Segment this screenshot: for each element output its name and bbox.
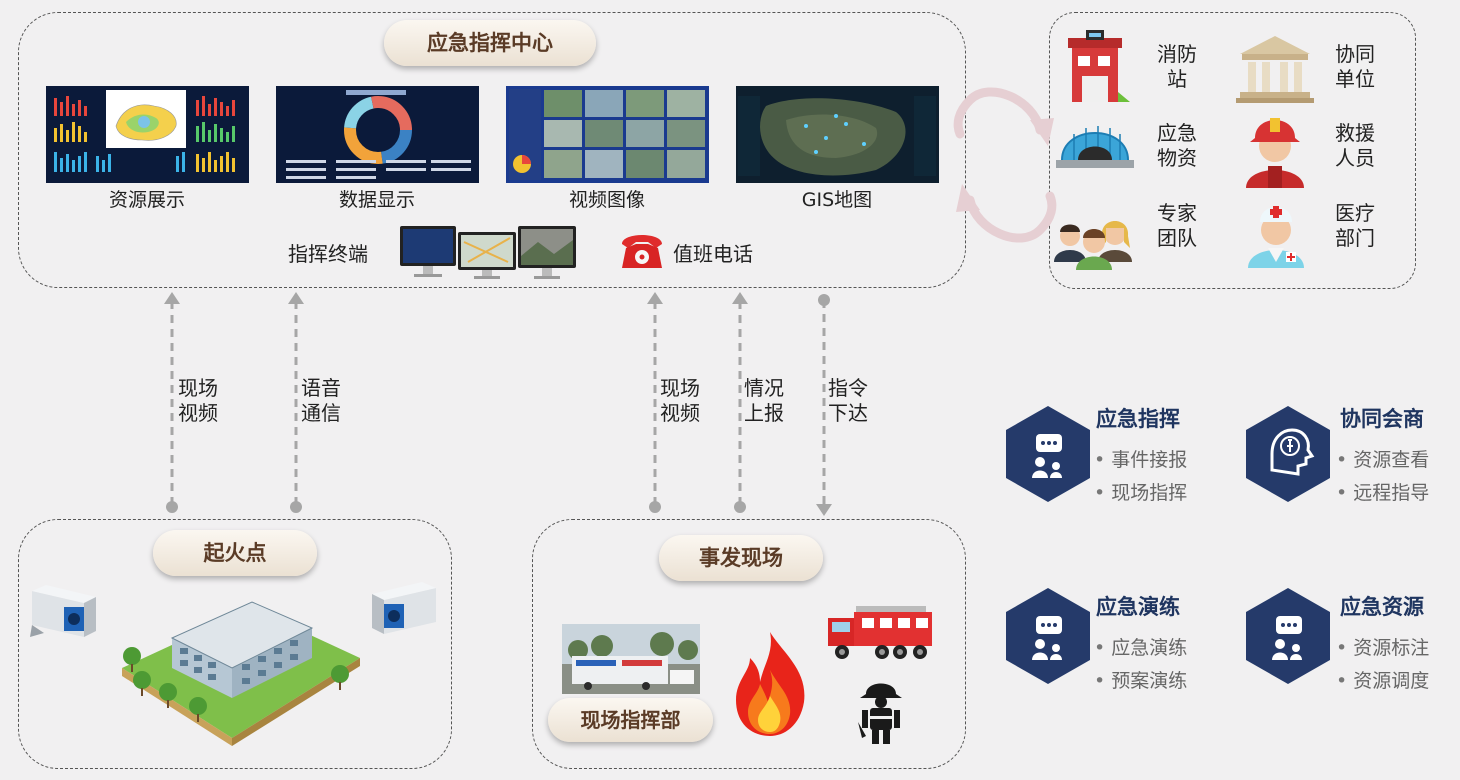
fire-point-title: 起火点 bbox=[153, 530, 317, 576]
flow-label-voice: 语音 通信 bbox=[301, 376, 341, 426]
panel-caption-video: 视频图像 bbox=[568, 189, 645, 211]
medical-line-1: 医疗 bbox=[1335, 201, 1375, 225]
flow-label-order: 指令 下达 bbox=[828, 376, 868, 426]
function-title-consult: 协同会商 bbox=[1340, 407, 1424, 431]
panel-caption-gis: GIS地图 bbox=[801, 189, 873, 211]
cooperating-unit-icon bbox=[1236, 36, 1314, 103]
flow-voice-line-2: 通信 bbox=[301, 401, 341, 425]
fire-station-line-2: 站 bbox=[1167, 67, 1187, 91]
expert-team-line-1: 专家 bbox=[1157, 201, 1197, 225]
flow-scene-video-line-1: 现场 bbox=[660, 376, 700, 400]
flow-order-line-1: 指令 bbox=[828, 376, 868, 400]
flow-report-line-1: 情况 bbox=[744, 376, 784, 400]
rescue-personnel-line-2: 人员 bbox=[1335, 146, 1375, 170]
function-item-drill-1: 应急演练 bbox=[1094, 633, 1187, 660]
command-center-title: 应急指挥中心 bbox=[384, 20, 596, 66]
resource-display-screen bbox=[46, 86, 249, 183]
function-item-consult-2: 远程指导 bbox=[1336, 478, 1429, 505]
medical-icon bbox=[1248, 206, 1304, 268]
fire-icon bbox=[736, 632, 805, 736]
emergency-supplies-icon bbox=[1056, 126, 1134, 168]
terminal-label: 指挥终端 bbox=[288, 242, 368, 266]
expert-team-label: 专家 团队 bbox=[1142, 201, 1212, 251]
resources-hex-icon bbox=[1246, 588, 1330, 684]
fire-station-icon bbox=[1068, 30, 1130, 102]
incident-title: 事发现场 bbox=[659, 535, 823, 581]
function-title-drill: 应急演练 bbox=[1096, 595, 1180, 619]
emergency-supplies-line-1: 应急 bbox=[1157, 121, 1197, 145]
function-item-drill-2: 预案演练 bbox=[1094, 666, 1187, 693]
flow-voice-line-1: 语音 bbox=[301, 376, 341, 400]
field-hq-photo bbox=[562, 624, 700, 694]
medical-line-2: 部门 bbox=[1335, 226, 1375, 250]
function-item-command-2: 现场指挥 bbox=[1094, 478, 1187, 505]
flow-label-fire-video: 现场 视频 bbox=[178, 376, 218, 426]
drill-hex-icon bbox=[1006, 588, 1090, 684]
cooperating-unit-line-1: 协同 bbox=[1335, 42, 1375, 66]
flow-label-scene-video: 现场 视频 bbox=[660, 376, 700, 426]
field-hq-label: 现场指挥部 bbox=[548, 698, 713, 742]
units-box bbox=[1049, 12, 1416, 289]
function-item-consult-1: 资源查看 bbox=[1336, 445, 1429, 472]
function-title-resources: 应急资源 bbox=[1340, 595, 1424, 619]
flow-fire-video-line-2: 视频 bbox=[178, 401, 218, 425]
building-icon bbox=[122, 601, 360, 746]
rescue-personnel-icon bbox=[1246, 118, 1304, 188]
camera-right-icon bbox=[372, 582, 436, 634]
fire-station-label: 消防 站 bbox=[1142, 42, 1212, 92]
medical-label: 医疗 部门 bbox=[1320, 201, 1390, 251]
flow-order-line-2: 下达 bbox=[828, 401, 868, 425]
emergency-supplies-label: 应急 物资 bbox=[1142, 121, 1212, 171]
panel-caption-resource: 资源展示 bbox=[108, 189, 185, 211]
flow-fire-video-line-1: 现场 bbox=[178, 376, 218, 400]
cooperating-unit-label: 协同 单位 bbox=[1320, 42, 1390, 92]
firefighter-icon bbox=[858, 683, 902, 744]
emergency-supplies-line-2: 物资 bbox=[1157, 146, 1197, 170]
fire-truck-icon bbox=[828, 606, 932, 659]
fire-point-box bbox=[18, 519, 452, 769]
flow-report-line-2: 上报 bbox=[744, 401, 784, 425]
consult-hex-icon bbox=[1246, 406, 1330, 502]
incident-box bbox=[532, 519, 966, 769]
monitors-icon bbox=[400, 226, 576, 279]
fire-station-line-1: 消防 bbox=[1157, 42, 1197, 66]
function-title-command: 应急指挥 bbox=[1096, 407, 1180, 431]
flow-scene-video-line-2: 视频 bbox=[660, 401, 700, 425]
gis-map-screen bbox=[736, 86, 939, 183]
command-hex-icon bbox=[1006, 406, 1090, 502]
function-item-command-1: 事件接报 bbox=[1094, 445, 1187, 472]
rescue-personnel-line-1: 救援 bbox=[1335, 121, 1375, 145]
phone-label: 值班电话 bbox=[673, 242, 753, 266]
function-item-resources-1: 资源标注 bbox=[1336, 633, 1429, 660]
rescue-personnel-label: 救援 人员 bbox=[1320, 121, 1390, 171]
expert-team-line-2: 团队 bbox=[1157, 226, 1197, 250]
flow-label-report: 情况 上报 bbox=[744, 376, 784, 426]
cycle-arrows-icon bbox=[953, 87, 1057, 243]
camera-left-icon bbox=[30, 585, 96, 637]
expert-team-icon bbox=[1054, 221, 1132, 270]
phone-icon bbox=[622, 235, 662, 268]
cooperating-unit-line-2: 单位 bbox=[1335, 67, 1375, 91]
video-image-screen bbox=[506, 86, 709, 183]
data-display-screen bbox=[276, 86, 479, 183]
function-item-resources-2: 资源调度 bbox=[1336, 666, 1429, 693]
panel-caption-data: 数据显示 bbox=[338, 189, 415, 211]
command-center-box bbox=[18, 12, 966, 288]
